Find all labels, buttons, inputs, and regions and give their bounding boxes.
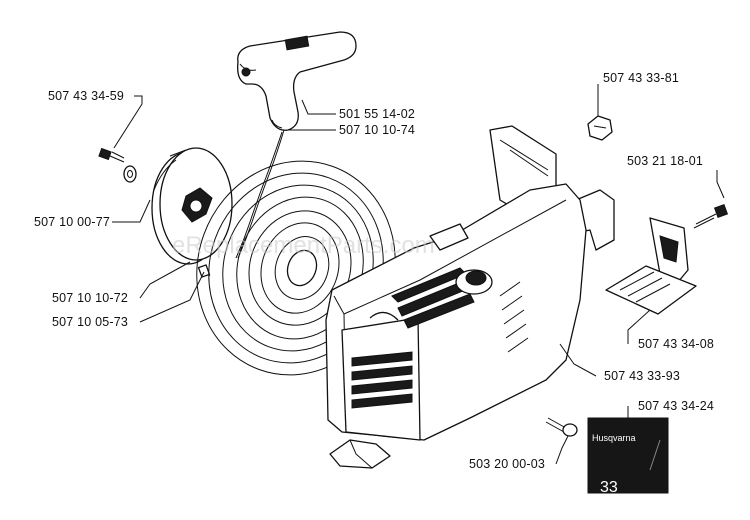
starter-housing-drawing	[325, 125, 615, 469]
screw-drawing	[98, 147, 125, 163]
decal: Husqvarna 33	[587, 417, 669, 496]
part-label: 507 43 34-24	[638, 399, 714, 413]
housing-vent-slots	[351, 351, 413, 409]
decal-model: 33	[600, 479, 618, 496]
part-label: 507 43 34-59	[48, 89, 124, 103]
starter-rope-drawing	[235, 131, 283, 259]
part-label: 507 43 34-08	[638, 337, 714, 351]
leader-lines	[112, 84, 725, 465]
nut-drawing	[587, 115, 613, 141]
washer-drawing	[123, 165, 137, 183]
bracket-drawing	[605, 217, 697, 315]
part-label: 501 55 14-02	[339, 107, 415, 121]
part-label: 507 10 00-77	[34, 215, 110, 229]
starter-handle-drawing	[237, 31, 357, 131]
starter-pulley-drawing	[151, 147, 233, 265]
decal-brand: Husqvarna	[592, 433, 636, 443]
watermark-text: eReplacementParts.com	[172, 232, 435, 259]
part-label: 503 21 18-01	[627, 154, 703, 168]
screw-bottom-drawing	[545, 417, 578, 437]
part-label: 507 43 33-93	[604, 369, 680, 383]
part-labels: 507 43 34-59 501 55 14-02 507 10 10-74 5…	[34, 71, 714, 471]
part-label: 507 10 10-74	[339, 123, 415, 137]
part-label: 507 10 05-73	[52, 315, 128, 329]
screw-right-drawing	[693, 203, 729, 229]
side-vent-slots	[499, 281, 529, 353]
part-label: 507 10 10-72	[52, 291, 128, 305]
part-label: 507 43 33-81	[603, 71, 679, 85]
part-label: 503 20 00-03	[469, 457, 545, 471]
top-vent-slots	[391, 267, 475, 329]
